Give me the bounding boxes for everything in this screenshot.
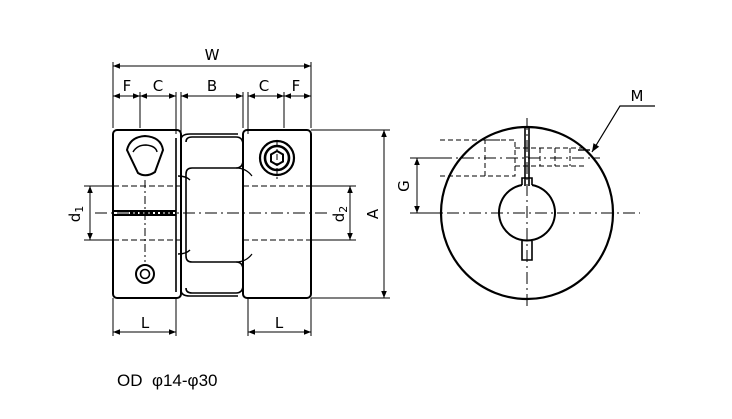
left-hub-screw-pocket	[125, 134, 165, 177]
side-view-bore	[498, 184, 556, 242]
label-A: A	[364, 208, 382, 219]
front-view	[95, 129, 330, 299]
label-G: G	[395, 180, 413, 192]
label-C-left: C	[153, 77, 163, 95]
label-M: M	[631, 87, 644, 105]
label-B: B	[207, 77, 217, 95]
label-W: W	[205, 46, 220, 64]
spider-jaw-top	[185, 136, 244, 175]
label-F-right: F	[292, 77, 301, 95]
side-view-dimensions	[410, 105, 655, 214]
spider-jaw-bottom	[185, 255, 244, 294]
label-C-right: C	[259, 77, 269, 95]
leader-line-M	[591, 105, 655, 153]
label-L-right: L	[275, 314, 284, 332]
front-view-dimensions	[84, 62, 390, 336]
label-F-left: F	[123, 77, 132, 95]
side-view	[425, 118, 640, 310]
label-d2: d2	[330, 206, 350, 223]
side-view-labels: M G	[395, 87, 643, 192]
front-view-labels: W F C B C F d1 d2 A L L	[66, 46, 382, 332]
label-d1: d1	[66, 206, 86, 223]
caption-od-range: OD φ14-φ30	[117, 371, 217, 390]
right-hub-body	[242, 129, 312, 299]
spider-element	[175, 133, 238, 297]
left-hub-bottom-screw	[135, 264, 155, 284]
label-L-left: L	[141, 314, 150, 332]
